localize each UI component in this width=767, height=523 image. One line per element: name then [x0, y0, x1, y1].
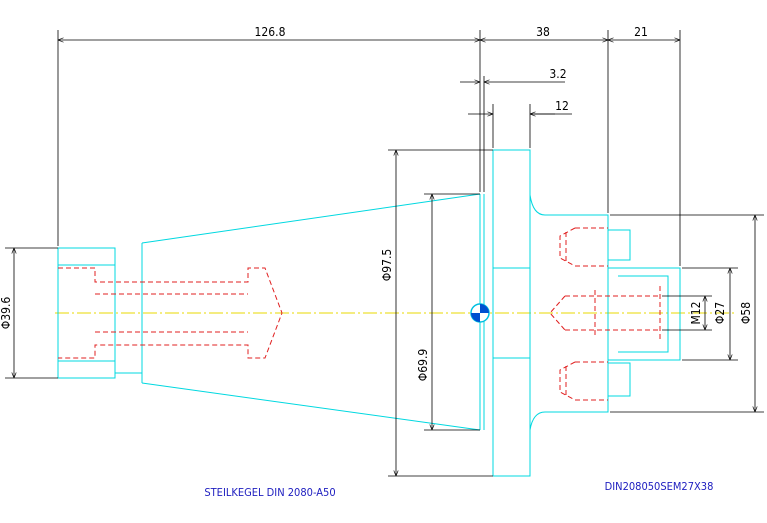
- dim-flange-length: 38: [536, 25, 550, 39]
- center-marker: [470, 303, 490, 323]
- dim-taper-diameter: Φ69.9: [416, 349, 430, 382]
- dim-shank-diameter: Φ39.6: [0, 297, 13, 330]
- dim-spigot-diameter: Φ27: [713, 302, 727, 324]
- hidden-lines: [58, 227, 661, 401]
- dim-flange-diameter: Φ97.5: [380, 249, 394, 282]
- part-outline: [57, 149, 681, 477]
- dim-thread: M12: [689, 301, 703, 324]
- dimension-lines: [5, 30, 764, 477]
- dim-collar-diameter: Φ58: [739, 302, 753, 324]
- title-left: STEILKEGEL DIN 2080-A50: [204, 486, 335, 499]
- dim-flange-thickness: 12: [555, 99, 569, 113]
- title-right: DIN208050SEM27X38: [605, 480, 714, 493]
- dim-flange-offset: 3.2: [549, 67, 566, 81]
- dim-spigot-length: 21: [634, 25, 648, 39]
- dim-taper-length: 126.8: [255, 25, 286, 39]
